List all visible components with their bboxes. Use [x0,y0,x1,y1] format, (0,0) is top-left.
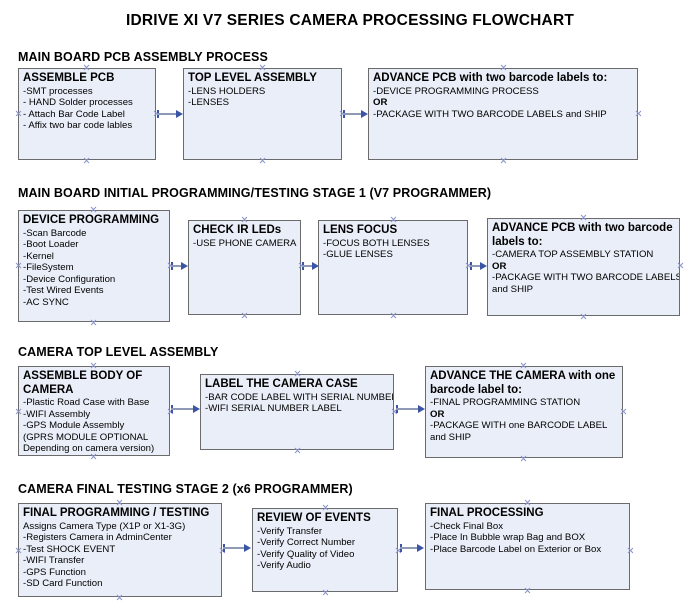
box-line: (GPRS MODULE OPTIONAL [23,431,149,443]
box-assemble-pcb[interactable]: ASSEMBLE PCB -SMT processes - HAND Solde… [18,68,156,160]
arrow-device-to-irleds [171,265,183,267]
section-heading-camera-top-level-assembly: CAMERA TOP LEVEL ASSEMBLY [18,345,219,359]
box-line: -LENS HOLDERS [188,85,266,97]
box-top-level-assembly[interactable]: TOP LEVEL ASSEMBLY -LENS HOLDERS -LENSES [183,68,342,160]
box-title: TOP LEVEL ASSEMBLY [188,72,317,84]
box-title: LABEL THE CAMERA CASE [205,378,358,390]
box-title: REVIEW OF EVENTS [257,512,371,524]
box-title: ASSEMBLE BODY OF [23,370,143,382]
box-check-ir-leds[interactable]: CHECK IR LEDs -USE PHONE CAMERA [188,220,301,315]
box-line: -AC SYNC [23,297,69,309]
box-line: -Test SHOCK EVENT [23,543,116,555]
box-line: -Scan Barcode [23,227,87,239]
box-line: -Boot Loader [23,239,79,251]
box-final-processing[interactable]: FINAL PROCESSING -Check Final Box -Place… [425,503,630,590]
box-line: -Kernel [23,250,54,262]
box-title: FINAL PROCESSING [430,507,544,519]
box-line: -GPS Function [23,566,86,578]
box-line: OR [492,260,507,272]
box-line: Depending on camera version) [23,443,155,455]
box-line: -WIFI SERIAL NUMBER LABEL [205,403,342,415]
box-line: -Verify Quality of Video [257,548,355,560]
box-line: and SHIP [430,431,472,443]
arrow-finalprog-to-review [223,547,245,549]
box-advance-pcb-camera-top-assembly[interactable]: ADVANCE PCB with two barcode labels to: … [487,218,680,316]
box-line: -Test Wired Events [23,285,104,297]
box-line: -USE PHONE CAMERA [193,237,297,249]
arrow-assemblebody-to-label [171,408,195,410]
box-line: -Verify Transfer [257,525,323,537]
arrow-label-to-advance [396,408,420,410]
arrow-head [193,405,200,413]
box-line: -LENSES [188,97,230,109]
box-review-of-events[interactable]: REVIEW OF EVENTS -Verify Transfer -Verif… [252,508,398,592]
box-line: -Verify Correct Number [257,537,356,549]
box-line: -Place In Bubble wrap Bag and BOX [430,532,586,544]
box-line: -SD Card Function [23,578,103,590]
box-line: -PACKAGE WITH TWO BARCODE LABELS [492,272,680,284]
box-assemble-body-of-camera[interactable]: ASSEMBLE BODY OF CAMERA -Plastic Road Ca… [18,366,170,456]
box-line: Assigns Camera Type (X1P or X1-3G) [23,520,186,532]
box-line: OR [430,408,445,420]
arrow-review-to-finalproc [400,547,418,549]
arrow-head [312,262,319,270]
arrow-head [480,262,487,270]
box-line: -WIFI Transfer [23,555,85,567]
box-lens-focus[interactable]: LENS FOCUS -FOCUS BOTH LENSES -GLUE LENS… [318,220,468,315]
arrow-head [361,110,368,118]
box-line: - Attach Bar Code Label [23,108,125,120]
box-line: -FileSystem [23,262,74,274]
box-line: -Check Final Box [430,520,504,532]
box-line: -GLUE LENSES [323,249,393,261]
box-line: -PACKAGE WITH TWO BARCODE LABELS and SHI… [373,108,607,120]
box-line: -DEVICE PROGRAMMING PROCESS [373,85,539,97]
box-line: -FOCUS BOTH LENSES [323,237,430,249]
box-line: -CAMERA TOP ASSEMBLY STATION [492,249,654,260]
box-title: ASSEMBLE PCB [23,72,115,84]
box-title: DEVICE PROGRAMMING [23,214,160,226]
box-line: -Verify Audio [257,560,311,572]
box-line: OR [373,97,388,109]
arrow-head [417,544,424,552]
box-title-line2: barcode label to: [430,383,523,396]
box-line: -WIFI Assembly [23,408,91,420]
box-line: -GPS Module Assembly [23,420,125,432]
box-line: - HAND Solder processes [23,97,133,109]
box-line: -Device Configuration [23,273,116,285]
box-title: FINAL PROGRAMMING / TESTING [23,507,210,519]
box-line: -Registers Camera in AdminCenter [23,532,172,544]
box-line: -SMT processes [23,85,93,97]
arrow-head [418,405,425,413]
page-title: IDRIVE XI V7 SERIES CAMERA PROCESSING FL… [125,12,575,29]
section-heading-main-board-initial-programming: MAIN BOARD INITIAL PROGRAMMING/TESTING S… [18,186,492,200]
arrow-head [181,262,188,270]
box-advance-the-camera-one-barcode[interactable]: ADVANCE THE CAMERA with one barcode labe… [425,366,623,458]
box-line: and SHIP [492,283,534,295]
box-title: CHECK IR LEDs [193,224,282,236]
box-label-the-camera-case[interactable]: LABEL THE CAMERA CASE -BAR CODE LABEL WI… [200,374,394,450]
box-line: - Affix two bar code lables [23,120,133,132]
box-title-line2: labels to: [492,235,543,248]
box-line: -PACKAGE WITH one BARCODE LABEL [430,420,608,432]
box-title-line2: CAMERA [23,383,74,396]
box-device-programming[interactable]: DEVICE PROGRAMMING -Scan Barcode -Boot L… [18,210,170,322]
box-title: ADVANCE THE CAMERA with one [430,370,616,382]
arrow-toplevel-to-advance [343,113,363,115]
box-advance-pcb-two-barcode-labels[interactable]: ADVANCE PCB with two barcode labels to: … [368,68,638,160]
box-title: ADVANCE PCB with two barcode [492,222,673,234]
box-line: -Place Barcode Label on Exterior or Box [430,543,602,555]
arrow-irleds-to-lensfocus [302,265,314,267]
section-heading-main-board-pcb-assembly-process: MAIN BOARD PCB ASSEMBLY PROCESS [18,50,268,64]
box-title: ADVANCE PCB with two barcode labels to: [373,72,608,84]
box-line: -BAR CODE LABEL WITH SERIAL NUMBER [205,391,394,403]
box-title: LENS FOCUS [323,224,398,236]
box-line: -FINAL PROGRAMMING STATION [430,397,581,408]
arrow-head [244,544,251,552]
box-line: -Plastic Road Case with Base [23,397,150,408]
section-heading-camera-final-testing-stage-2: CAMERA FINAL TESTING STAGE 2 (x6 PROGRAM… [18,482,353,496]
arrow-lensfocus-to-advance [470,265,483,267]
arrow-head [176,110,183,118]
arrow-assemble-to-toplevel [157,113,178,115]
box-final-programming-testing[interactable]: FINAL PROGRAMMING / TESTING Assigns Came… [18,503,222,597]
